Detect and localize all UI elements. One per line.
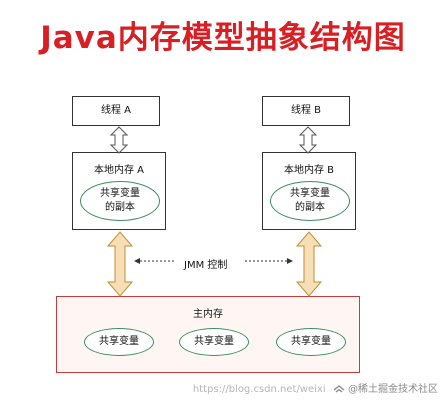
- main-memory-box: 主内存 共享变量 共享变量 共享变量: [56, 296, 360, 373]
- juejin-logo-icon: [333, 385, 345, 393]
- diagram-title: Java内存模型抽象结构图: [40, 20, 406, 56]
- shared-variable-copy-b: 共享变量 的副本: [270, 181, 350, 221]
- local-memory-a-box: 本地内存 A 共享变量 的副本: [72, 152, 166, 230]
- shared-variable-copy-a: 共享变量 的副本: [80, 181, 160, 221]
- watermark: https://blog.csdn.net/weixi @稀土掘金技术社区: [193, 380, 438, 395]
- jmm-control-label: JMM 控制: [184, 260, 228, 271]
- local-b-main-memory-arrow: [295, 231, 323, 297]
- local-a-main-memory-arrow: [106, 231, 134, 297]
- thread-a-local-a-arrow: [109, 126, 129, 154]
- shared-variable-2: 共享变量: [179, 328, 249, 356]
- thread-a-box: 线程 A: [72, 96, 160, 126]
- watermark-url: https://blog.csdn.net/weixi: [192, 384, 326, 395]
- shared-variable-3: 共享变量: [276, 328, 346, 356]
- local-memory-b-label: 本地内存 B: [283, 165, 335, 176]
- local-memory-a-label: 本地内存 A: [93, 165, 145, 176]
- shared-variable-1: 共享变量: [84, 328, 154, 356]
- main-memory-label: 主内存: [193, 309, 223, 320]
- watermark-name: @稀土掘金技术社区: [348, 384, 438, 395]
- local-memory-b-box: 本地内存 B 共享变量 的副本: [262, 152, 356, 230]
- thread-b-local-b-arrow: [298, 126, 318, 154]
- thread-b-box: 线程 B: [262, 96, 350, 126]
